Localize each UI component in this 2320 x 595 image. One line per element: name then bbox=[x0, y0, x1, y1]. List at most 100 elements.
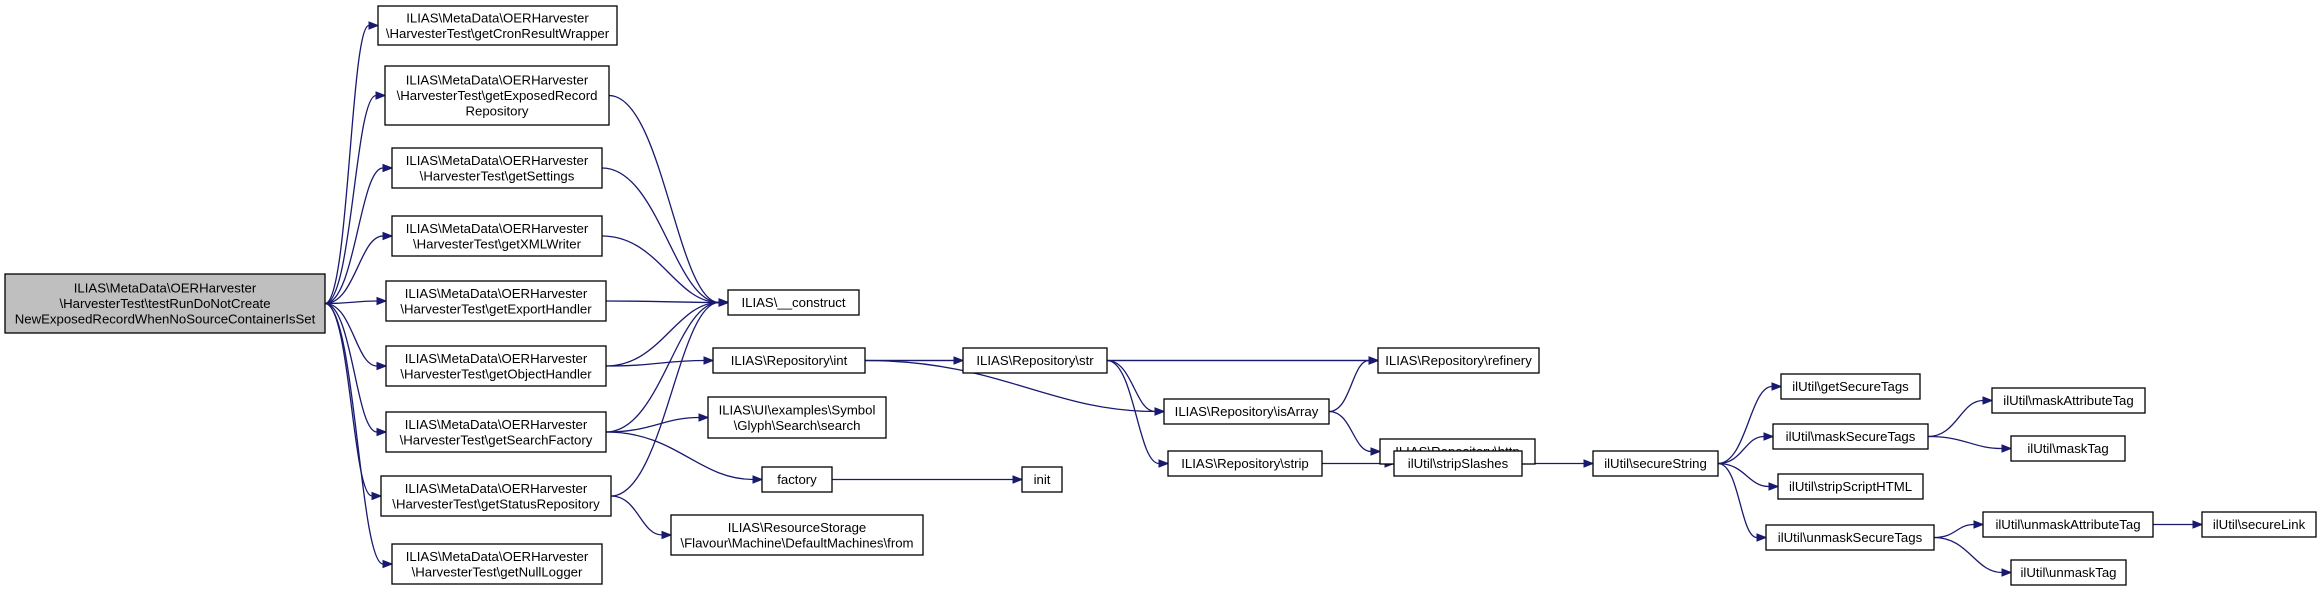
node-label-line: ILIAS\MetaData\OERHarvester bbox=[405, 351, 588, 366]
node-unmask-secure-tags[interactable]: ilUtil\unmaskSecureTags bbox=[1765, 524, 1935, 551]
node-label-line: \Glyph\Search\search bbox=[734, 418, 861, 433]
node-label-line: ILIAS\Repository\refinery bbox=[1385, 353, 1532, 368]
node-get-settings[interactable]: ILIAS\MetaData\OERHarvester\HarvesterTes… bbox=[391, 147, 603, 189]
node-label-line: \HarvesterTest\testRunDoNotCreate bbox=[59, 296, 270, 311]
node-symbol-search[interactable]: ILIAS\UI\examples\Symbol\Glyph\Search\se… bbox=[707, 396, 887, 439]
node-mask-tag[interactable]: ilUtil\maskTag bbox=[2010, 435, 2126, 462]
edge-get-exposed-record-repository-to-construct bbox=[608, 94, 730, 307]
node-box bbox=[1377, 347, 1540, 374]
node-box bbox=[391, 147, 603, 189]
node-box bbox=[1772, 423, 1929, 450]
node-label-line: NewExposedRecordWhenNoSourceContainerIsS… bbox=[15, 312, 316, 327]
edge-unmask-secure-tags-to-unmask-tag bbox=[1933, 536, 2013, 577]
edge-repo-str-to-refinery bbox=[1107, 356, 1380, 365]
node-label-line: ILIAS\ResourceStorage bbox=[728, 520, 867, 535]
edge-get-search-factory-to-symbol-search bbox=[605, 413, 710, 433]
edge-is-array-to-http bbox=[1328, 410, 1382, 456]
node-box bbox=[1982, 511, 2154, 538]
edge-mask-secure-tags-to-mask-attribute-tag bbox=[1927, 396, 1994, 438]
node-get-xmlwriter[interactable]: ILIAS\MetaData\OERHarvester\HarvesterTes… bbox=[391, 215, 603, 257]
node-root[interactable]: ILIAS\MetaData\OERHarvester\HarvesterTes… bbox=[4, 273, 326, 334]
node-box bbox=[384, 65, 610, 126]
node-mask-secure-tags[interactable]: ilUtil\maskSecureTags bbox=[1772, 423, 1929, 450]
node-label-line: \Flavour\Machine\DefaultMachines\from bbox=[680, 535, 913, 550]
node-strip-script-html[interactable]: ilUtil\stripScriptHTML bbox=[1777, 473, 1924, 500]
node-label-line: \HarvesterTest\getExposedRecord bbox=[397, 88, 598, 103]
node-box bbox=[2201, 511, 2317, 538]
edge-secure-string-to-mask-secure-tags bbox=[1717, 432, 1775, 465]
node-label-line: ILIAS\MetaData\OERHarvester bbox=[405, 286, 588, 301]
node-box bbox=[2010, 435, 2126, 462]
node-get-status-repository[interactable]: ILIAS\MetaData\OERHarvester\HarvesterTes… bbox=[380, 475, 612, 517]
node-label-line: factory bbox=[777, 472, 817, 487]
edge-repo-str-to-is-array bbox=[1106, 359, 1166, 416]
node-init[interactable]: init bbox=[1021, 466, 1063, 493]
node-label-line: ilUtil\maskSecureTags bbox=[1786, 429, 1916, 444]
node-refinery[interactable]: ILIAS\Repository\refinery bbox=[1377, 347, 1540, 374]
node-label-line: ilUtil\unmaskSecureTags bbox=[1778, 530, 1923, 545]
node-mask-attribute-tag[interactable]: ilUtil\maskAttributeTag bbox=[1991, 387, 2146, 414]
node-label-line: \HarvesterTest\getNullLogger bbox=[412, 564, 583, 579]
node-box bbox=[1777, 473, 1924, 500]
node-get-search-factory[interactable]: ILIAS\MetaData\OERHarvester\HarvesterTes… bbox=[385, 411, 607, 453]
node-label-line: ILIAS\MetaData\OERHarvester bbox=[406, 73, 589, 88]
node-box bbox=[761, 466, 833, 493]
edge-get-search-factory-to-factory bbox=[605, 431, 764, 484]
edge-root-to-get-search-factory bbox=[324, 302, 388, 437]
node-default-machines-from[interactable]: ILIAS\ResourceStorage\Flavour\Machine\De… bbox=[670, 514, 924, 556]
node-is-array[interactable]: ILIAS\Repository\isArray bbox=[1163, 398, 1330, 425]
node-label-line: \HarvesterTest\getXMLWriter bbox=[413, 236, 582, 251]
node-get-null-logger[interactable]: ILIAS\MetaData\OERHarvester\HarvesterTes… bbox=[391, 543, 603, 585]
edge-root-to-get-exposed-record-repository bbox=[324, 91, 387, 305]
node-box bbox=[385, 345, 607, 387]
node-box bbox=[377, 5, 618, 46]
node-get-exposed-record-repository[interactable]: ILIAS\MetaData\OERHarvester\HarvesterTes… bbox=[384, 65, 610, 126]
node-box bbox=[727, 289, 860, 316]
node-label-line: ILIAS\MetaData\OERHarvester bbox=[406, 153, 589, 168]
node-box bbox=[385, 411, 607, 453]
node-unmask-attribute-tag[interactable]: ilUtil\unmaskAttributeTag bbox=[1982, 511, 2154, 538]
node-get-secure-tags[interactable]: ilUtil\getSecureTags bbox=[1780, 373, 1921, 400]
node-get-object-handler[interactable]: ILIAS\MetaData\OERHarvester\HarvesterTes… bbox=[385, 345, 607, 387]
node-box bbox=[670, 514, 924, 556]
node-box bbox=[1393, 450, 1523, 477]
node-label-line: ilUtil\secureLink bbox=[2213, 517, 2306, 532]
node-label-line: init bbox=[1034, 472, 1051, 487]
node-repo-str[interactable]: ILIAS\Repository\str bbox=[962, 347, 1108, 374]
edge-secure-string-to-get-secure-tags bbox=[1717, 382, 1783, 465]
node-label-line: ILIAS\Repository\isArray bbox=[1175, 404, 1319, 419]
node-label-line: ILIAS\Repository\str bbox=[976, 353, 1094, 368]
node-strip-slashes[interactable]: ilUtil\stripSlashes bbox=[1393, 450, 1523, 477]
edge-root-to-get-cron-result-wrapper bbox=[324, 21, 380, 305]
node-label-line: \HarvesterTest\getSearchFactory bbox=[400, 432, 593, 447]
node-unmask-tag[interactable]: ilUtil\unmaskTag bbox=[2010, 559, 2127, 586]
edge-factory-to-init bbox=[831, 475, 1024, 484]
node-label-line: \HarvesterTest\getStatusRepository bbox=[392, 496, 600, 511]
edge-get-status-repository-to-construct bbox=[610, 298, 730, 497]
node-label-line: ILIAS\__construct bbox=[741, 295, 845, 310]
node-label-line: \HarvesterTest\getExportHandler bbox=[400, 301, 592, 316]
node-label-line: ILIAS\MetaData\OERHarvester bbox=[405, 417, 588, 432]
edge-mask-secure-tags-to-mask-tag bbox=[1927, 435, 2013, 453]
node-construct[interactable]: ILIAS\__construct bbox=[727, 289, 860, 316]
node-box bbox=[385, 280, 607, 322]
node-label-line: ilUtil\secureString bbox=[1604, 456, 1707, 471]
node-box bbox=[380, 475, 612, 517]
node-strip[interactable]: ILIAS\Repository\strip bbox=[1167, 450, 1323, 477]
node-secure-link[interactable]: ilUtil\secureLink bbox=[2201, 511, 2317, 538]
edge-is-array-to-refinery bbox=[1328, 356, 1380, 413]
edge-root-to-get-null-logger bbox=[324, 302, 394, 569]
edge-root-to-get-object-handler bbox=[324, 302, 388, 371]
node-label-line: ilUtil\stripScriptHTML bbox=[1789, 479, 1912, 494]
call-graph-nodes: ILIAS\MetaData\OERHarvester\HarvesterTes… bbox=[4, 5, 2317, 586]
node-label-line: \HarvesterTest\getSettings bbox=[420, 168, 575, 183]
node-repo-int[interactable]: ILIAS\Repository\int bbox=[712, 347, 866, 374]
node-label-line: ilUtil\stripSlashes bbox=[1408, 456, 1509, 471]
node-get-export-handler[interactable]: ILIAS\MetaData\OERHarvester\HarvesterTes… bbox=[385, 280, 607, 322]
node-secure-string[interactable]: ilUtil\secureString bbox=[1592, 450, 1719, 477]
node-factory[interactable]: factory bbox=[761, 466, 833, 493]
node-get-cron-result-wrapper[interactable]: ILIAS\MetaData\OERHarvester\HarvesterTes… bbox=[377, 5, 618, 46]
edge-secure-string-to-strip-script-html bbox=[1717, 462, 1780, 491]
node-label-line: ILIAS\Repository\strip bbox=[1181, 456, 1309, 471]
